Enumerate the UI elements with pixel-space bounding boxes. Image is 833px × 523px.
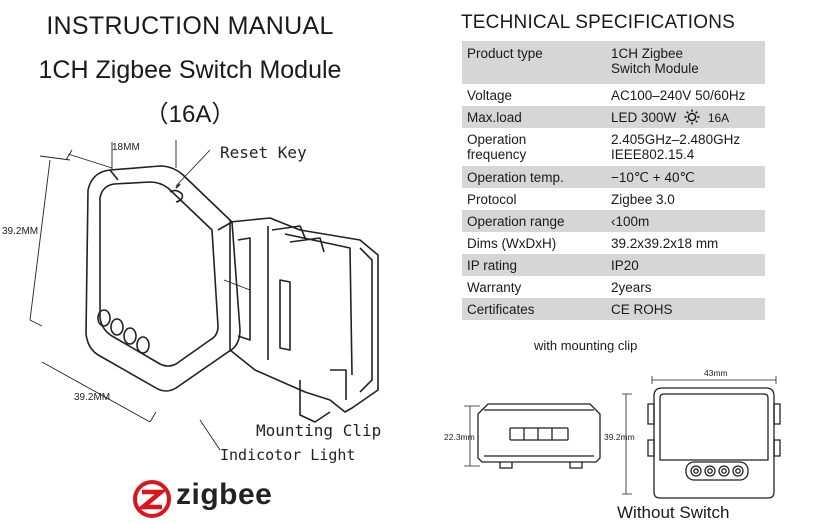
spec-row: Protocol Zigbee 3.0 bbox=[462, 188, 765, 210]
spec-key: Dims (WxDxH) bbox=[467, 235, 557, 251]
front-height-dim: 39.2mm bbox=[604, 432, 635, 442]
spec-key: Operation temp. bbox=[467, 169, 564, 185]
specs-heading: TECHNICAL SPECIFICATIONS bbox=[461, 12, 736, 33]
spec-row: Max.load LED 300W 16A bbox=[462, 106, 765, 128]
spec-key: IP rating bbox=[467, 257, 518, 273]
spec-key: Operation range bbox=[467, 213, 565, 229]
spec-row: Voltage AC100–240V 50/60Hz bbox=[462, 84, 765, 106]
max-load-current: 16A bbox=[707, 110, 730, 125]
spec-value: −10℃ + 40℃ bbox=[611, 169, 695, 185]
height-dim-label: 39.2MM bbox=[2, 226, 38, 237]
spec-value: AC100–240V 50/60Hz bbox=[611, 87, 746, 103]
spec-value: 2years bbox=[611, 279, 652, 295]
spec-value: Zigbee 3.0 bbox=[611, 191, 675, 207]
product-name: 1CH Zigbee Switch Module bbox=[38, 56, 342, 84]
spec-key: Certificates bbox=[467, 301, 535, 317]
mounting-clip-drawing bbox=[229, 217, 379, 423]
spec-row: Operation range ‹100m bbox=[462, 210, 765, 232]
spec-key: Max.load bbox=[467, 109, 522, 125]
spec-row: IP rating IP20 bbox=[462, 254, 765, 276]
zigbee-logo-icon bbox=[133, 480, 171, 518]
indicator-light-label: Indicotor Light bbox=[220, 446, 355, 464]
mounting-clip-label: Mounting Clip bbox=[256, 421, 381, 440]
product-diagram: 18MM 39.2MM 39.2MM Reset Key Mounting Cl… bbox=[2, 140, 381, 464]
front-view-drawing: 43mm 39.2mm bbox=[604, 368, 781, 499]
depth-dim-label: 39.2MM bbox=[74, 392, 110, 403]
spec-value: 2.405GHz–2.480GHz IEEE802.15.4 bbox=[611, 132, 741, 162]
spec-key: Product type bbox=[467, 46, 543, 61]
with-clip-caption: with mounting clip bbox=[534, 338, 638, 353]
spec-value: ‹100m bbox=[611, 213, 650, 229]
reset-key-label: Reset Key bbox=[220, 143, 307, 162]
spec-key: Voltage bbox=[467, 87, 513, 103]
side-height-dim: 22.3mm bbox=[444, 432, 475, 442]
dimension-lines bbox=[29, 140, 251, 451]
without-switch-caption: Without Switch bbox=[617, 503, 730, 522]
side-view-drawing: 22.3mm bbox=[444, 403, 601, 469]
spec-row: Operation frequency 2.405GHz–2.480GHz IE… bbox=[462, 128, 765, 166]
manual-title: INSTRUCTION MANUAL bbox=[46, 12, 334, 40]
width-dim-label: 18MM bbox=[112, 142, 140, 153]
front-width-dim: 43mm bbox=[704, 368, 728, 378]
spec-key: Operation frequency bbox=[467, 132, 527, 162]
spec-row: Operation temp. −10℃ + 40℃ bbox=[462, 166, 765, 188]
spec-key: Protocol bbox=[467, 191, 517, 207]
spec-key: Warranty bbox=[467, 279, 522, 295]
module-body-drawing bbox=[85, 165, 241, 392]
spec-row: Product type 1CH Zigbee Switch Module bbox=[462, 41, 765, 84]
spec-value: 39.2x39.2x18 mm bbox=[611, 235, 719, 251]
spec-value: IP20 bbox=[611, 257, 639, 273]
spec-value-max-load: LED 300W 16A bbox=[607, 106, 765, 128]
specs-table: Product type 1CH Zigbee Switch Module Vo… bbox=[462, 41, 765, 320]
spec-value: 1CH Zigbee Switch Module bbox=[611, 46, 699, 76]
spec-value: CE ROHS bbox=[611, 301, 673, 317]
product-rating: （16A） bbox=[144, 101, 236, 128]
spec-row: Certificates CE ROHS bbox=[462, 298, 765, 320]
light-bulb-sun-icon bbox=[684, 109, 700, 124]
max-load-value: LED 300W bbox=[611, 109, 677, 125]
zigbee-logo-text: zigbee bbox=[176, 478, 273, 511]
spec-row: Dims (WxDxH) 39.2x39.2x18 mm bbox=[462, 232, 765, 254]
spec-row: Warranty 2years bbox=[462, 276, 765, 298]
